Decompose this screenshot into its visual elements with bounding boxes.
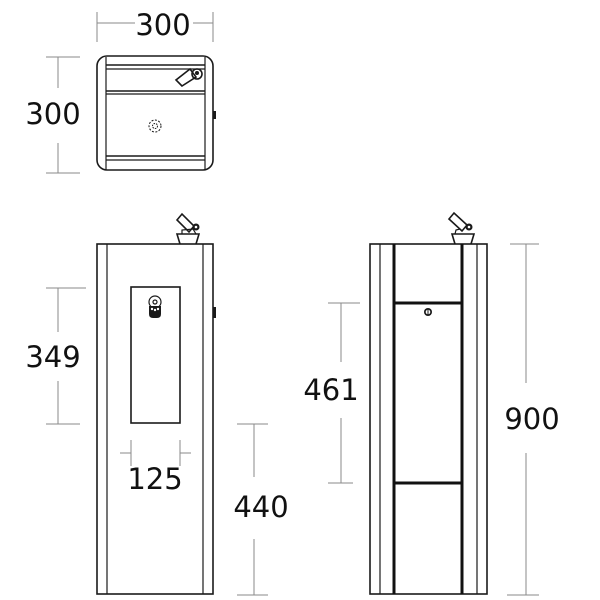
panel-width-label: 125 [127, 462, 182, 496]
side-bubbler-icon [447, 211, 476, 245]
front-panel-height-dimension: 349 [25, 287, 86, 425]
front-panel-width-dimension: 125 [120, 440, 191, 496]
drain-icon [148, 119, 162, 133]
side-overall-height-dimension: 900 [504, 243, 560, 596]
side-door-height-dimension: 461 [303, 302, 360, 484]
lock-icon [424, 308, 432, 316]
front-side-button [213, 307, 216, 318]
front-view: 349 125 440 [25, 212, 289, 596]
front-bubbler-icon [175, 212, 201, 245]
front-panel [130, 286, 181, 424]
side-body [369, 243, 488, 595]
plan-depth-label: 300 [25, 97, 80, 131]
panel-height-label: 349 [25, 340, 80, 374]
front-bottom-height-dimension: 440 [233, 423, 289, 596]
plan-side-button [213, 111, 216, 119]
plan-width-dimension: 300 [96, 8, 214, 42]
side-view: 461 900 [303, 211, 560, 596]
plan-view: 300 300 [25, 8, 216, 174]
front-body [96, 243, 214, 595]
plan-width-label: 300 [135, 8, 190, 42]
bottom-height-label: 440 [233, 490, 288, 524]
overall-height-label: 900 [504, 402, 559, 436]
bubbler-icon [174, 67, 203, 88]
bottle-filler-icon [148, 295, 162, 318]
plan-depth-dimension: 300 [25, 56, 81, 174]
door-height-label: 461 [303, 373, 358, 407]
